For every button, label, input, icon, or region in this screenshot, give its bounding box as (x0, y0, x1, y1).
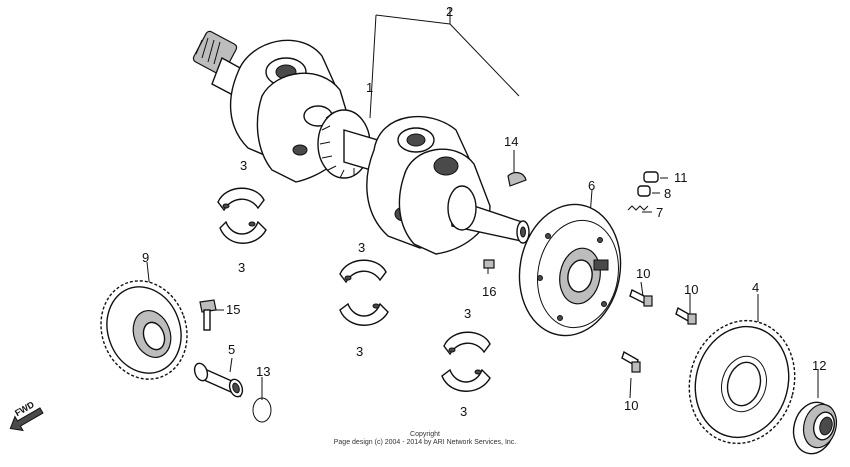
callout-10[interactable]: 10 (636, 266, 650, 281)
callout-3[interactable]: 3 (356, 344, 363, 359)
primary-drive-gear[interactable] (87, 269, 200, 392)
callout-3[interactable]: 3 (358, 240, 365, 255)
forward-arrow: FWD (9, 399, 44, 432)
callout-3[interactable]: 3 (460, 404, 467, 419)
callout-3[interactable]: 3 (240, 158, 247, 173)
bearing-shell-upper-right[interactable] (443, 331, 491, 356)
bearing-shell-lower-left[interactable] (219, 220, 267, 244)
rotor-plate[interactable] (509, 196, 630, 343)
callout-12[interactable]: 12 (812, 358, 826, 373)
callout-numbers: 1 2 3 3 3 3 3 3 4 5 6 7 8 9 10 10 10 11 … (142, 4, 826, 419)
callout-3[interactable]: 3 (238, 260, 245, 275)
callout-15[interactable]: 15 (226, 302, 240, 317)
driven-gear[interactable] (676, 309, 809, 456)
o-ring-13[interactable] (252, 397, 272, 423)
callout-11[interactable]: 11 (674, 170, 688, 185)
cap-11[interactable] (643, 171, 659, 183)
callout-10[interactable]: 10 (684, 282, 698, 297)
callout-3[interactable]: 3 (464, 306, 471, 321)
crankshaft[interactable] (192, 30, 530, 255)
spring-7[interactable] (627, 205, 649, 211)
bolt-10-upper[interactable] (629, 289, 653, 307)
callout-2[interactable]: 2 (446, 4, 453, 19)
bearing-shell-upper-center[interactable] (339, 259, 387, 284)
bolt-10-right[interactable] (675, 306, 697, 325)
woodruff-key-14[interactable] (507, 171, 527, 187)
callout-6[interactable]: 6 (588, 178, 595, 193)
callout-4[interactable]: 4 (752, 280, 759, 295)
pin-5[interactable] (192, 361, 244, 398)
dowel-pin-16[interactable] (483, 259, 495, 269)
bearing-shell-lower-right[interactable] (441, 368, 491, 392)
bearing-shell-lower-center[interactable] (339, 302, 389, 326)
bearing-12[interactable] (788, 398, 841, 459)
callout-9[interactable]: 9 (142, 250, 149, 265)
callout-13[interactable]: 13 (256, 364, 270, 379)
callout-5[interactable]: 5 (228, 342, 235, 357)
callout-14[interactable]: 14 (504, 134, 518, 149)
callout-1[interactable]: 1 (366, 80, 373, 95)
plunger-8[interactable] (637, 185, 651, 197)
copyright-line2: Page design (c) 2004 - 2014 by ARI Netwo… (333, 439, 517, 446)
bearing-shell-upper-left[interactable] (217, 187, 265, 212)
callout-10[interactable]: 10 (624, 398, 638, 413)
bolt-10-lower[interactable] (621, 350, 641, 373)
copyright-notice: Copyright Page design (c) 2004 - 2014 by… (0, 431, 850, 447)
callout-8[interactable]: 8 (664, 186, 671, 201)
callout-7[interactable]: 7 (656, 205, 663, 220)
callout-16[interactable]: 16 (482, 284, 496, 299)
copyright-line1: Copyright (410, 431, 440, 438)
bolt-15[interactable] (199, 299, 217, 331)
